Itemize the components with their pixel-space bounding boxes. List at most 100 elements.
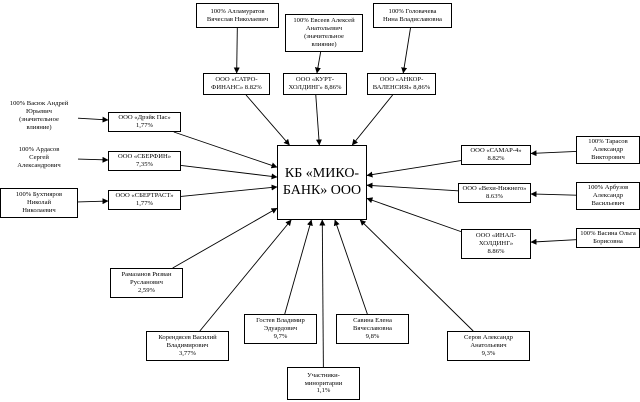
node-text-line: 1,77% — [135, 200, 154, 207]
node-text-line: Эдуардович — [263, 325, 298, 333]
node-text-line: ХОЛДИНГ» — [478, 240, 514, 248]
node-dreyk-pas: ООО «Дрэйк Пас»1,77% — [108, 112, 181, 132]
node-text-line: ФИНАНС» 8.82% — [211, 84, 262, 91]
node-text-line: Корендясев Василий — [158, 334, 217, 342]
node-ankor-valensiya: ООО «АНКОР-ВАЛЕНСИЯ» 8,86% — [367, 73, 436, 95]
edge-minor-to-miko — [319, 219, 326, 368]
node-text-line: 8.82% — [487, 155, 505, 162]
node-text-line: Анатольевич — [305, 25, 343, 33]
edge-evseev-to-kurt — [314, 51, 322, 74]
node-text-line: ООО «КУРТ- — [295, 76, 335, 84]
node-text-line: Вячеславовна — [353, 325, 392, 333]
node-text-line: Александр — [592, 192, 624, 200]
node-text-line: 100% Ардасов — [18, 146, 60, 154]
edge-satro-to-miko — [245, 94, 290, 146]
node-text-line: Гостев Владимир — [256, 317, 305, 325]
node-samar-4: ООО «САМАР-4»8.82% — [461, 145, 531, 165]
node-text-line: БАНК» ООО — [282, 182, 362, 198]
edge-vekhi-to-miko — [366, 182, 459, 192]
node-text-line: 9,3% — [481, 349, 496, 357]
node-text-line: миноритарии — [304, 379, 343, 387]
node-text-line: Серов Александр — [464, 334, 513, 342]
node-inal-holding: ООО «ИНАЛ-ХОЛДИНГ»8.86% — [461, 229, 531, 259]
node-text-line: (значительное — [304, 33, 344, 40]
node-text-line: 1,77% — [135, 122, 154, 129]
edge-vasyuk-to-dreyk — [77, 116, 109, 123]
node-text-line: 100% Тарасов — [588, 138, 628, 146]
node-text-line: 2,59% — [137, 286, 156, 294]
edge-vasina-to-inal — [530, 238, 577, 245]
edge-tarasov-to-samar — [530, 150, 577, 157]
edge-sberfin-to-miko — [180, 164, 278, 180]
node-text-line: 100% Васина Ольга — [580, 230, 636, 238]
node-text-line: 100% Арбузов — [587, 184, 629, 192]
node-text-line: Николаевич — [22, 206, 56, 214]
node-text-line: ООО «Дрэйк Пас» — [118, 114, 171, 122]
node-text-line: Александрович — [17, 161, 61, 169]
node-text-line: Юрьевич — [26, 108, 52, 116]
node-miko-bank: КБ «МИКО-БАНК» ООО — [277, 145, 367, 220]
node-text-line: ООО «СБЕРФИН» — [117, 153, 172, 161]
node-text-line: 1,1% — [316, 387, 331, 395]
node-text-line: (значительное — [19, 116, 59, 123]
node-text-line: ООО «СБЕРТРАСТ» — [115, 192, 174, 200]
node-text-line: Рамазанов Ризван — [121, 271, 172, 279]
node-text-line: Александр — [592, 146, 624, 154]
node-text-line: ООО «САМАР-4» — [470, 147, 522, 155]
node-text-line: Нина Владиславовна — [383, 15, 442, 23]
node-vekhi-nizhnego: ООО «Вехи-Нижнего»8.63% — [458, 183, 531, 203]
node-sberfin: ООО «СБЕРФИН»7,35% — [108, 151, 181, 171]
node-text-line: Вячеслав Николаевич — [206, 15, 269, 23]
node-text-line: Анатольевич — [470, 342, 507, 350]
node-text-line: 9,7% — [273, 332, 288, 340]
node-text-line: Борисовна — [593, 238, 623, 245]
edge-arbuzov-to-vekhi — [530, 191, 577, 198]
node-text-line: ООО «АНКОР- — [379, 76, 424, 84]
edge-golovacheva-to-ankor — [401, 27, 411, 74]
node-text-line: ООО «Вехи-Нижнего» — [462, 185, 527, 193]
edge-gostev-to-miko — [284, 219, 313, 315]
node-text-line: 100% Головачева — [388, 7, 437, 15]
edge-savina-to-miko — [333, 219, 368, 315]
edge-samar-to-miko — [366, 160, 462, 178]
node-text-line: влияние) — [311, 40, 337, 48]
node-text-line: КБ «МИКО- — [284, 165, 360, 181]
node-text-line: ХОЛДИНГ» 8,86% — [288, 84, 342, 91]
edge-bukhtiyarov-to-sbertrast — [77, 198, 109, 205]
node-text-line: 7,35% — [135, 161, 154, 168]
node-text-line: 100% Алламуратов — [210, 7, 265, 15]
edge-dreyk-to-miko — [173, 131, 278, 169]
edge-sbertrast-to-miko — [180, 184, 278, 197]
node-text-line: 9,8% — [365, 332, 380, 340]
node-text-line: 100% Васюк Андрей — [9, 100, 69, 108]
node-text-line: Савина Елена — [353, 317, 392, 325]
node-text-line: ООО «САТРО- — [215, 76, 258, 84]
node-text-line: Васильевич — [591, 199, 625, 207]
node-text-line: Участники- — [307, 371, 340, 379]
edge-allamuratov-to-satro — [233, 27, 240, 74]
node-satro-finans: ООО «САТРО-ФИНАНС» 8.82% — [203, 73, 270, 95]
edge-ramazanov-to-miko — [172, 207, 278, 269]
node-text-line: Владимирович — [166, 342, 209, 350]
edge-ardasov-to-sberfin — [77, 156, 109, 163]
edge-ankor-to-miko — [351, 94, 393, 146]
node-text-line: Сергей — [29, 154, 49, 162]
node-text-line: 8.63% — [485, 193, 504, 200]
node-text-line: ООО «ИНАЛ- — [475, 232, 517, 240]
node-text-line: 8.86% — [487, 247, 505, 255]
node-kurt-holding: ООО «КУРТ-ХОЛДИНГ» 8,86% — [283, 73, 347, 95]
node-text-line: Николай — [26, 199, 52, 207]
